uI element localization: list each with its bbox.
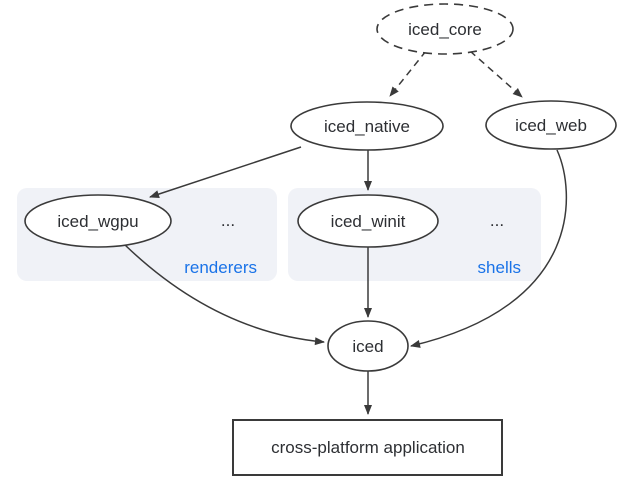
renderers-group-label: renderers xyxy=(184,258,257,277)
node-iced-core-label: iced_core xyxy=(408,20,482,39)
edge-iced_core-iced_web xyxy=(469,50,523,98)
edge-iced_native-iced_wgpu xyxy=(149,146,302,198)
node-application xyxy=(232,419,503,476)
node-iced-winit xyxy=(297,194,439,248)
node-iced-wgpu xyxy=(24,194,172,248)
node-iced-native-label: iced_native xyxy=(324,117,410,136)
edge-iced_web-iced xyxy=(410,149,568,348)
node-iced-web xyxy=(485,100,617,150)
shells-ellipsis: ... xyxy=(490,211,504,230)
edge-iced_core-iced_native xyxy=(389,50,427,97)
node-iced-core xyxy=(376,3,514,55)
edge-iced_wgpu-iced xyxy=(123,243,325,346)
node-iced-wgpu-label: iced_wgpu xyxy=(57,212,138,231)
node-iced-label: iced xyxy=(352,337,383,356)
node-application-label: cross-platform application xyxy=(271,438,465,457)
renderers-ellipsis: ... xyxy=(221,211,235,230)
node-iced-winit-label: iced_winit xyxy=(331,212,406,231)
node-iced-web-label: iced_web xyxy=(515,116,587,135)
shells-group-label: shells xyxy=(478,258,521,277)
node-iced-native xyxy=(290,101,444,151)
node-iced xyxy=(327,320,409,372)
